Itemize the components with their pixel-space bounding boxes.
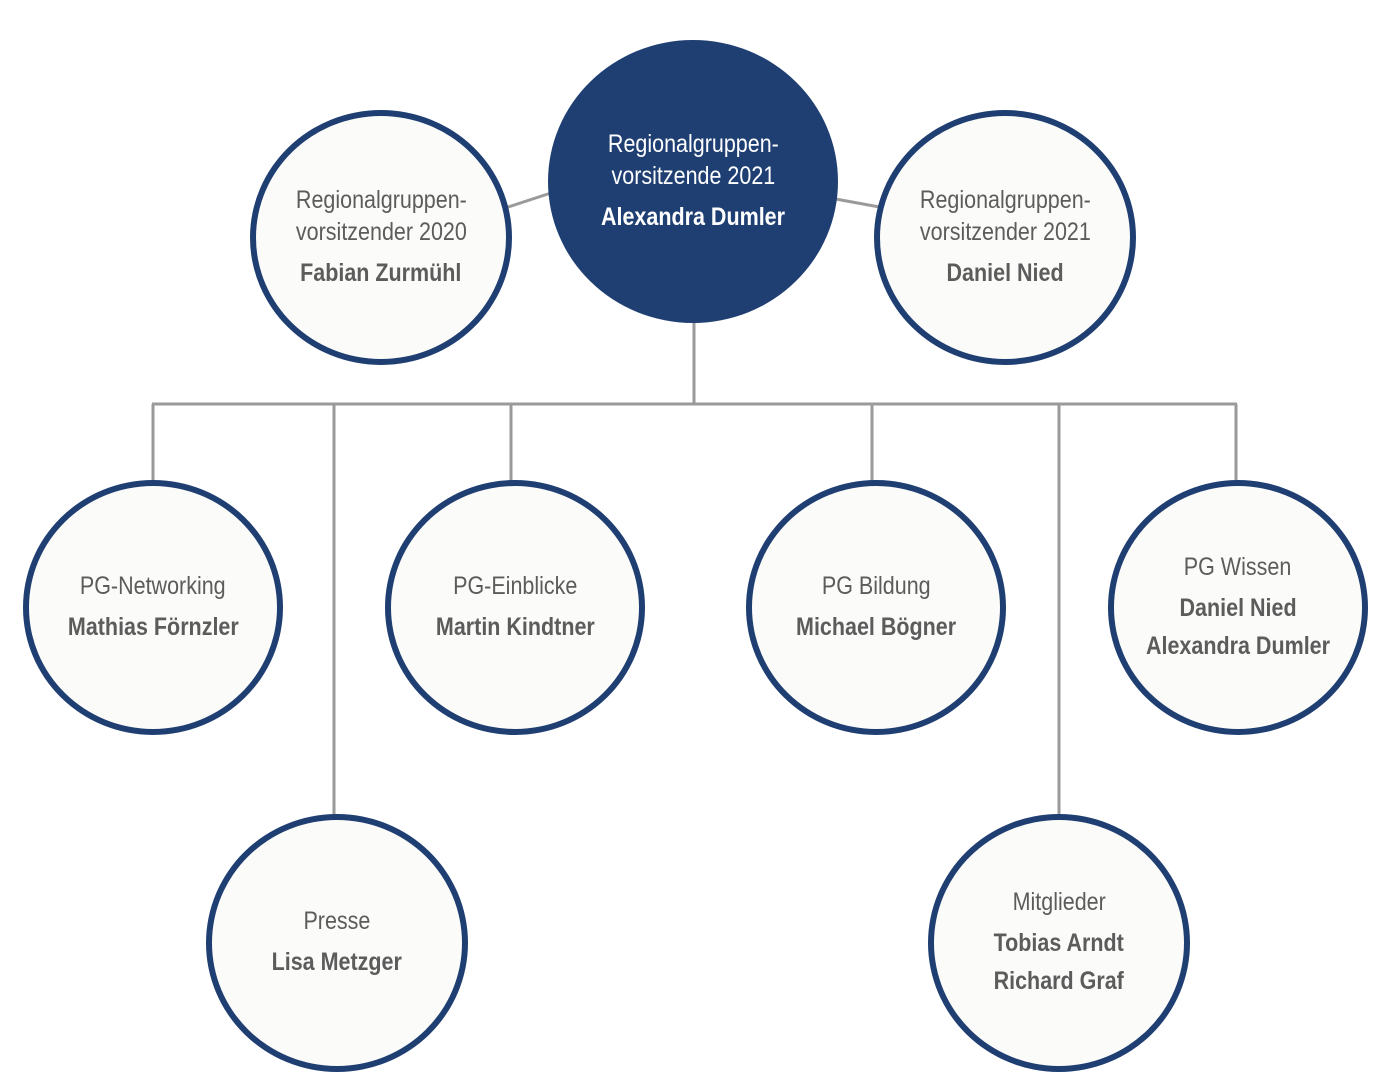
node-mitglieder: Mitglieder Tobias Arndt Richard Graf bbox=[928, 814, 1190, 1072]
node-name: Michael Bögner bbox=[795, 612, 957, 641]
node-name: Daniel Nied bbox=[946, 258, 1064, 287]
node-role: PG-Einblicke bbox=[452, 571, 578, 600]
node-role: PG Wissen bbox=[1184, 552, 1292, 581]
node-pg-networking: PG-Networking Mathias Förnzler bbox=[23, 480, 283, 735]
node-role: Mitglieder bbox=[1012, 888, 1106, 916]
node-name: Fabian Zurmühl bbox=[300, 258, 462, 287]
node-chair-2020: Regionalgruppen- vorsitzender 2020 Fabia… bbox=[250, 110, 512, 365]
node-role: Regionalgruppen- vorsitzender 2021 bbox=[919, 185, 1091, 246]
node-name: Tobias Arndt bbox=[993, 929, 1125, 957]
node-name: Alexandra Dumler bbox=[1145, 631, 1331, 660]
connector-top-right bbox=[829, 196, 886, 210]
node-pg-wissen: PG Wissen Daniel Nied Alexandra Dumler bbox=[1108, 480, 1368, 735]
node-role: PG Bildung bbox=[821, 571, 931, 600]
node-chair-2021-alexandra: Regionalgruppen- vorsitzende 2021 Alexan… bbox=[548, 40, 838, 323]
node-name: Daniel Nied bbox=[1179, 593, 1297, 622]
node-name: Lisa Metzger bbox=[271, 948, 403, 976]
node-pg-einblicke: PG-Einblicke Martin Kindtner bbox=[385, 480, 645, 735]
node-name: Mathias Förnzler bbox=[67, 612, 239, 641]
node-role: Regionalgruppen- vorsitzender 2020 bbox=[295, 185, 467, 246]
node-name: Richard Graf bbox=[993, 967, 1125, 995]
node-role: Presse bbox=[303, 907, 371, 935]
node-name: Martin Kindtner bbox=[435, 612, 595, 641]
node-role: PG-Networking bbox=[80, 571, 226, 600]
node-role: Regionalgruppen- vorsitzende 2021 bbox=[607, 129, 779, 190]
node-chair-2021-daniel: Regionalgruppen- vorsitzender 2021 Danie… bbox=[874, 110, 1136, 365]
node-pg-bildung: PG Bildung Michael Bögner bbox=[746, 480, 1006, 735]
node-presse: Presse Lisa Metzger bbox=[206, 814, 468, 1072]
node-name: Alexandra Dumler bbox=[600, 202, 786, 231]
